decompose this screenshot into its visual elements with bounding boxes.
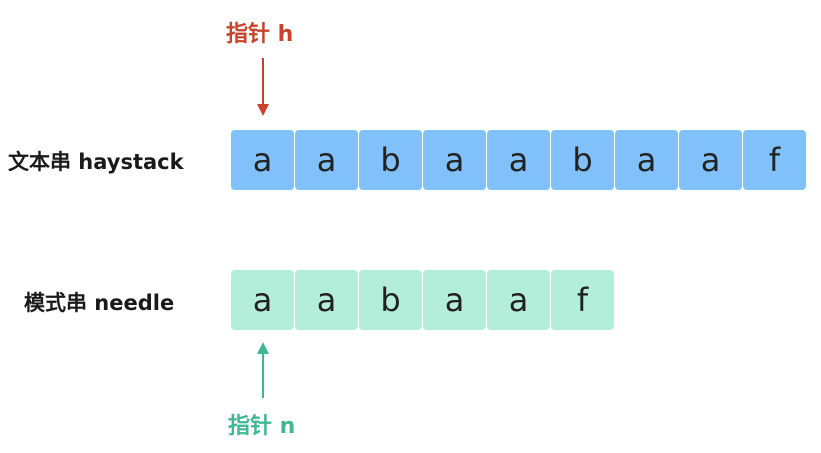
needle-cell: a xyxy=(295,270,358,330)
needle-cell: a xyxy=(231,270,294,330)
needle-cell: a xyxy=(487,270,550,330)
needle-label: 模式串 needle xyxy=(24,291,175,315)
haystack-label: 文本串 haystack xyxy=(8,150,184,174)
haystack-cell: a xyxy=(423,130,486,190)
haystack-cell: a xyxy=(679,130,742,190)
haystack-cells: a a b a a b a a f xyxy=(231,130,806,190)
pointer-h-arrow xyxy=(257,58,269,116)
needle-cell: b xyxy=(359,270,422,330)
pointer-n-label: 指针 n xyxy=(228,414,296,439)
haystack-cell: a xyxy=(295,130,358,190)
haystack-cell: a xyxy=(231,130,294,190)
haystack-cell: a xyxy=(615,130,678,190)
pointer-n-arrow xyxy=(257,342,269,398)
needle-cell: f xyxy=(551,270,614,330)
pointer-h-label: 指针 h xyxy=(226,22,294,47)
haystack-cell: b xyxy=(551,130,614,190)
needle-cell: a xyxy=(423,270,486,330)
needle-cells: a a b a a f xyxy=(231,270,614,330)
haystack-cell: f xyxy=(743,130,806,190)
haystack-cell: b xyxy=(359,130,422,190)
haystack-cell: a xyxy=(487,130,550,190)
